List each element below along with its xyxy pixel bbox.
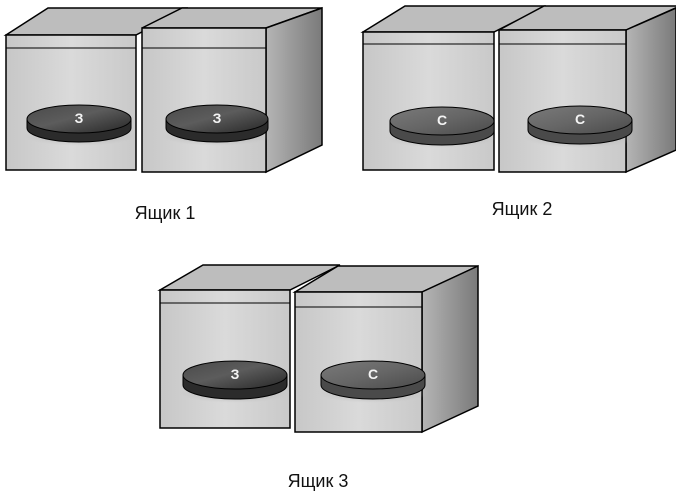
box-3: З С Ящик 3	[157, 264, 479, 491]
box-3-right-compartment: С	[292, 264, 479, 434]
box-1-right-compartment: З	[141, 6, 323, 174]
box-1-left-compartment: З	[3, 7, 189, 171]
box-2: С С Ящик 2	[360, 5, 676, 219]
box-2-right-compartment: С	[498, 5, 676, 174]
coin-letter: С	[368, 366, 378, 382]
coin: З	[161, 104, 273, 146]
coin: З	[24, 104, 136, 146]
box-2-left-compartment: С	[360, 5, 547, 171]
coin: З	[179, 360, 291, 403]
coin: С	[385, 106, 497, 148]
box-1-label: Ящик 1	[135, 203, 196, 223]
coin: С	[524, 105, 636, 148]
coin-letter: С	[437, 112, 447, 128]
box-2-label: Ящик 2	[492, 199, 553, 219]
box-1: З З Ящик 1	[3, 6, 323, 223]
coin-letter: З	[231, 366, 240, 382]
box-3-left-compartment: З	[157, 264, 341, 429]
coin-letter: З	[75, 110, 84, 126]
coin: С	[317, 360, 429, 403]
box-3-label: Ящик 3	[288, 471, 349, 491]
coin-letter: С	[575, 111, 585, 127]
coin-letter: З	[213, 110, 222, 126]
